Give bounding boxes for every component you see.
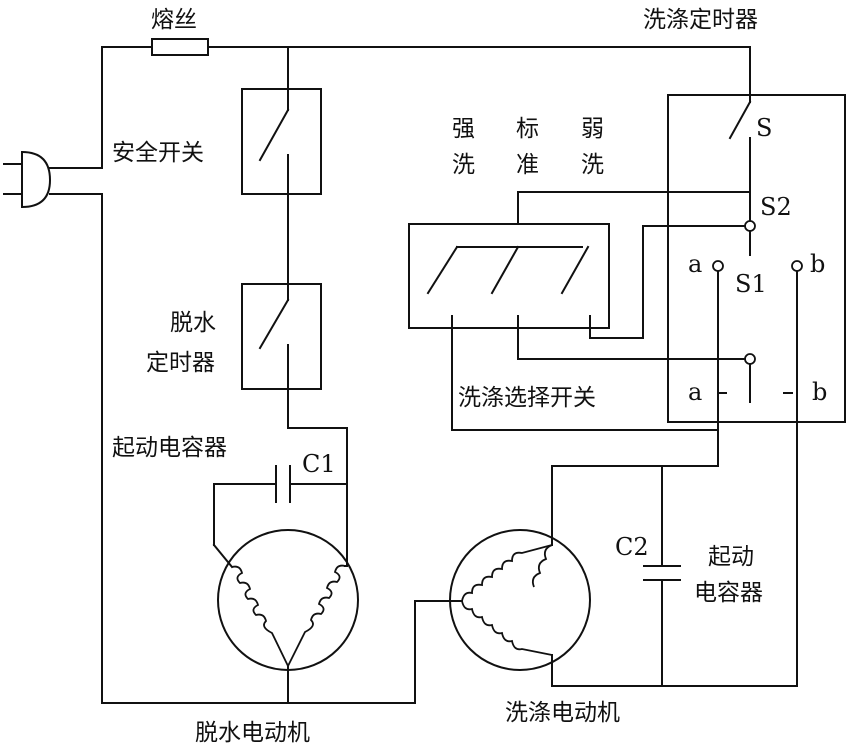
- start-capacitor-1-label: 起动电容器: [112, 435, 227, 461]
- spin-timer: [241, 283, 322, 390]
- mode-strong-2: 洗: [452, 152, 475, 178]
- spin-motor-label: 脱水电动机: [195, 720, 310, 746]
- b-bottom-label: b: [812, 378, 827, 406]
- mode-weak-2: 洗: [581, 152, 604, 178]
- fuse-label: 熔丝: [151, 7, 197, 33]
- fuse-symbol: [151, 38, 209, 56]
- wash-motor-wiring: [551, 261, 798, 687]
- power-plug: [3, 150, 52, 209]
- safety-switch: [241, 88, 322, 195]
- wash-select-switch: [408, 191, 751, 431]
- start-capacitor-2-label-2: 电容器: [694, 580, 763, 606]
- mode-strong-1: 强: [452, 116, 475, 142]
- s1-label: S1: [735, 270, 767, 298]
- mode-standard-1: 标: [516, 116, 539, 142]
- spin-timer-label-1: 脱水: [170, 310, 216, 336]
- spin-motor: [212, 529, 359, 704]
- spin-timer-label-2: 定时器: [146, 350, 215, 376]
- wash-motor-label: 洗涤电动机: [505, 700, 620, 726]
- main-wiring: [49, 38, 751, 704]
- wash-select-switch-label: 洗涤选择开关: [458, 385, 596, 411]
- a-bottom-label: a: [688, 378, 702, 406]
- safety-switch-label: 安全开关: [112, 140, 204, 166]
- b-top-label: b: [810, 250, 825, 278]
- wire-spin-timer-to-motor: [287, 388, 348, 567]
- a-top-label: a: [688, 250, 702, 278]
- s-label: S: [756, 114, 772, 142]
- c1-label: C1: [302, 450, 336, 478]
- mode-standard-2: 准: [516, 152, 539, 178]
- s2-label: S2: [760, 193, 792, 221]
- c2-label: C2: [615, 533, 649, 561]
- c1-capacitor: [213, 465, 348, 546]
- mode-weak-1: 弱: [581, 116, 604, 142]
- wash-motor: [449, 529, 591, 671]
- wash-timer-label: 洗涤定时器: [643, 7, 758, 33]
- start-capacitor-2-label-1: 起动: [708, 544, 754, 570]
- wash-timer-box: [589, 94, 846, 423]
